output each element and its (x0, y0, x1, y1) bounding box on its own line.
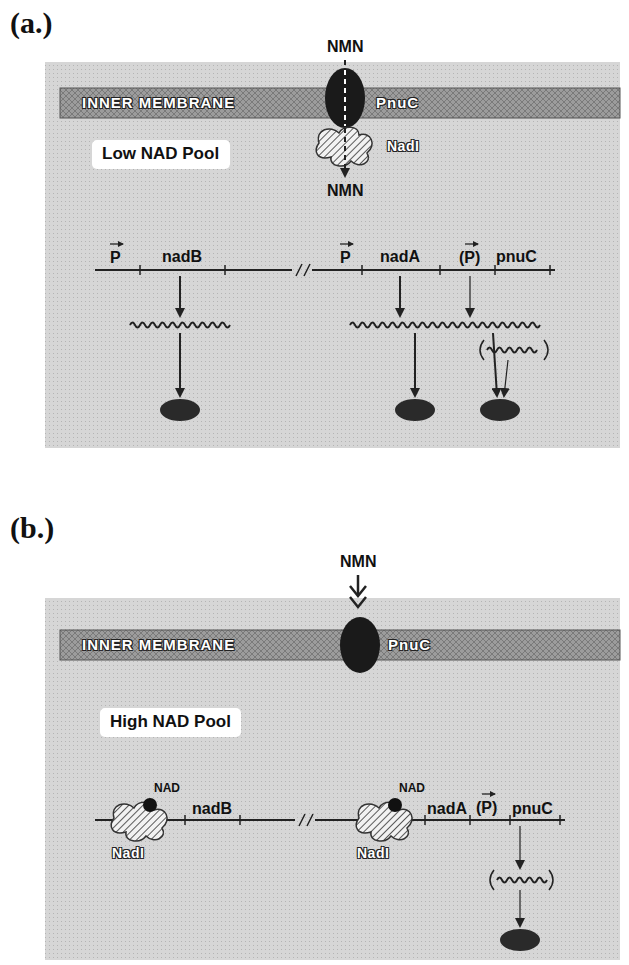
arrow (519, 890, 520, 926)
gene-boundary-tick (469, 815, 471, 825)
nadi-protein-shape (356, 802, 412, 841)
figure-panel: (a.) INNER MEMBRANE PnuC NadI Low NAD Pool (0, 0, 629, 455)
dna-line (95, 269, 292, 271)
promoter-arrow (110, 243, 123, 244)
arrow (179, 276, 181, 316)
promoter-arrow (465, 243, 478, 244)
gene-boundary-tick (549, 265, 551, 275)
parenthesis (544, 340, 548, 360)
membrane-label: INNER MEMBRANE (82, 95, 235, 112)
nadi-protein-shape (111, 802, 167, 841)
panel-label: (a.) (10, 6, 52, 39)
arrow (414, 333, 416, 396)
gene-boundary-tick (239, 815, 241, 825)
protein-label: NadI (387, 139, 419, 154)
membrane-label: INNER MEMBRANE (82, 637, 235, 654)
gene-label: pnuC (496, 248, 537, 266)
transporter-label: PnuC (388, 637, 431, 654)
blocked-uptake-arrow (357, 575, 360, 594)
blocked-uptake-arrow (350, 586, 366, 607)
promoter-label: (P) (476, 799, 497, 817)
dna-break (296, 264, 310, 276)
figure-panel: (b.) INNER MEMBRANE PnuC High NAD PoolNAD Na… (0, 505, 629, 965)
gene-boundary-tick (184, 815, 186, 825)
gene-boundary-tick (361, 265, 363, 275)
arrow (519, 826, 520, 868)
pnuc-transporter (340, 617, 380, 673)
gene-label: nadB (162, 248, 202, 266)
arrow (399, 276, 401, 316)
protein-product (480, 399, 520, 421)
gene-label: nadB (192, 800, 232, 818)
dna-line (315, 819, 565, 821)
arrow (493, 333, 497, 396)
molecule-label: NMN (340, 553, 376, 571)
gene-boundary-tick (494, 265, 496, 275)
cytoplasm-ground (45, 598, 620, 960)
inner-membrane: INNER MEMBRANE PnuC (60, 88, 620, 118)
mrna-wave (497, 878, 547, 883)
protein-product (160, 399, 200, 421)
arrow (469, 276, 470, 316)
cytoplasm-ground (45, 62, 620, 448)
panel-label: (b.) (10, 511, 54, 544)
promoter-arrow (340, 243, 353, 244)
pool-label: High NAD Pool (110, 713, 231, 732)
nadi-nad-complex: NAD NadI (345, 780, 445, 866)
parenthesis (490, 870, 494, 890)
mrna-wave (350, 323, 540, 328)
protein-label: NadI (357, 846, 389, 861)
nadi-protein: NadI (315, 125, 445, 170)
arrow (179, 333, 181, 396)
nad-label: NAD (154, 782, 180, 795)
pnuc-transporter (325, 68, 365, 128)
gene-boundary-tick (224, 265, 226, 275)
pool-box: High NAD Pool (100, 708, 241, 737)
nad-molecule (143, 798, 157, 812)
promoter-arrow (482, 793, 495, 794)
transport-path (344, 128, 346, 176)
gene-label: pnuC (512, 800, 553, 818)
molecule-label: NMN (327, 182, 363, 200)
nadi-nad-complex: NAD NadI (100, 780, 200, 866)
gene-label: nadA (380, 248, 420, 266)
dna-break (299, 814, 313, 826)
parenthesis (480, 340, 484, 360)
gene-label: nadA (427, 800, 467, 818)
pool-box: Low NAD Pool (92, 140, 230, 169)
gene-boundary-tick (439, 265, 441, 275)
promoter-label: P (110, 249, 121, 267)
gene-boundary-tick (559, 815, 561, 825)
gene-boundary-tick (424, 815, 426, 825)
nad-molecule (388, 798, 402, 812)
dna-line (312, 269, 555, 271)
transport-path (344, 70, 346, 126)
gene-boundary-tick (139, 265, 141, 275)
mrna-wave (130, 323, 230, 328)
gene-boundary-tick (509, 815, 511, 825)
protein-product (500, 929, 540, 951)
parenthesis (549, 870, 553, 890)
promoter-label: (P) (459, 249, 480, 267)
transporter-label: PnuC (376, 95, 419, 112)
promoter-label: P (340, 249, 351, 267)
nad-label: NAD (399, 782, 425, 795)
arrow (504, 360, 508, 396)
protein-product (395, 399, 435, 421)
protein-label: NadI (112, 846, 144, 861)
pool-label: Low NAD Pool (102, 145, 219, 164)
inner-membrane: INNER MEMBRANE PnuC (60, 630, 620, 660)
molecule-label: NMN (327, 38, 363, 56)
